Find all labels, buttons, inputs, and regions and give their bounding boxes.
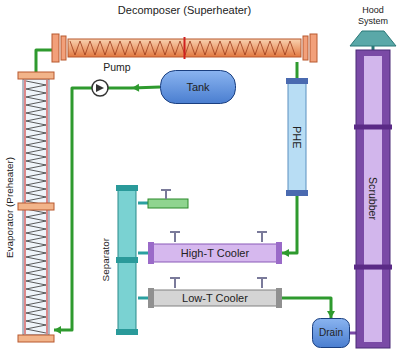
- arrowhead: [327, 311, 335, 318]
- component-label: Decomposer (Superheater): [118, 4, 251, 17]
- drain-tank: Drain: [312, 318, 350, 348]
- pipe-line: [350, 332, 356, 335]
- pump: Pump: [92, 60, 132, 100]
- pipe-connector: [350, 333, 356, 334]
- shape-part: [303, 36, 308, 60]
- pipe-connector: [138, 298, 148, 299]
- component-label: Drain: [319, 327, 343, 339]
- component-label: Scrubber: [367, 177, 379, 220]
- pipe-connector: [282, 298, 335, 318]
- label-area: Decomposer (Superheater): [52, 2, 317, 18]
- shape-part: [153, 244, 277, 262]
- shape-part: [184, 37, 186, 59]
- component-label: Low-T Cooler: [182, 292, 248, 305]
- component-label: Separator: [100, 238, 111, 281]
- label-area: Tank: [160, 70, 236, 104]
- separator: Separator: [98, 185, 138, 335]
- label-area: High-T Cooler: [156, 242, 274, 264]
- pipe: [138, 202, 148, 205]
- pipe-line: [296, 62, 299, 78]
- label-area: Separator: [98, 185, 114, 335]
- shape-part: [153, 290, 277, 306]
- label-area: Evaporator (Preheater): [2, 72, 18, 342]
- component-label: Tank: [186, 81, 209, 94]
- pipe-line: [36, 50, 52, 72]
- component-label: High-T Cooler: [181, 247, 249, 260]
- shape-part: [354, 265, 392, 270]
- pipe-line: [54, 88, 92, 330]
- shape-part: [310, 34, 317, 62]
- shape-part: [18, 335, 54, 342]
- label-area: Low-T Cooler: [156, 288, 274, 308]
- pipe-line: [138, 252, 148, 255]
- small-exchanger: [148, 199, 188, 208]
- component-label: Evaporator (Preheater): [4, 157, 15, 258]
- plate-heat-exchanger: PHE: [286, 78, 308, 196]
- pipe-connector: [138, 253, 148, 254]
- shape-part: [116, 329, 138, 335]
- valve-handle: [170, 231, 180, 233]
- valve-stem: [261, 278, 263, 288]
- decomposer-superheater: Decomposer (Superheater): [52, 2, 317, 62]
- pipe-line: [282, 196, 297, 253]
- component-label: PHE: [291, 126, 304, 149]
- label-area: PHE: [286, 84, 308, 190]
- shape-part: [116, 185, 138, 191]
- shape-part: [288, 83, 306, 191]
- label-area: Pump: [102, 60, 132, 74]
- shape-part: [108, 87, 132, 90]
- pipe-line: [372, 46, 375, 50]
- hood: Hood System: [348, 2, 398, 46]
- shape-part: [18, 203, 54, 210]
- high-t-cooler: High-T Cooler: [148, 242, 282, 264]
- shape-part: [161, 71, 236, 104]
- tank: Tank: [160, 70, 236, 104]
- component-label: Pump: [103, 61, 130, 73]
- shape-part: [61, 36, 66, 60]
- component-label: Hood System: [348, 5, 398, 26]
- pipe-connector: [282, 196, 297, 257]
- pipe-line: [138, 297, 148, 300]
- pipe-connector: [373, 46, 374, 50]
- shape-part: [276, 288, 282, 308]
- shape-part: [52, 34, 59, 62]
- label-area: Hood System: [348, 2, 398, 29]
- pipe-connector: [132, 84, 160, 92]
- shape-part: [356, 50, 390, 348]
- shape-part: [286, 190, 308, 196]
- shape-part: [92, 80, 108, 96]
- shape-part: [116, 257, 138, 263]
- valve-stem: [174, 232, 176, 242]
- arrowhead: [132, 84, 139, 92]
- shape-part: [96, 84, 104, 92]
- pipe-line: [282, 298, 331, 318]
- valve-stem: [174, 278, 176, 288]
- shape-part: [286, 78, 308, 84]
- pipe-connector: [36, 50, 52, 72]
- valve-stem: [165, 190, 167, 199]
- shape-part: [276, 242, 282, 264]
- valve-handle: [257, 231, 267, 233]
- shape-part: [313, 319, 350, 348]
- shape-part: [18, 72, 54, 79]
- scrubber: Scrubber: [356, 50, 390, 348]
- shape-part: [148, 288, 154, 308]
- evaporator-preheater: Evaporator (Preheater): [2, 72, 54, 342]
- arrowhead: [54, 326, 61, 334]
- arrowhead: [282, 249, 289, 257]
- low-t-cooler: Low-T Cooler: [148, 288, 282, 308]
- label-area: Scrubber: [364, 60, 382, 338]
- shape-part: [350, 31, 396, 46]
- shape-part: [354, 125, 392, 130]
- shape-part: [70, 41, 295, 55]
- label-area: Drain: [312, 318, 350, 348]
- pipe-connector: [297, 62, 298, 78]
- valve-handle: [170, 277, 180, 279]
- shape-part: [364, 56, 382, 342]
- valve-stem: [261, 232, 263, 242]
- valve-handle: [257, 277, 267, 279]
- shape-part: [148, 242, 154, 264]
- valve-handle: [161, 189, 171, 191]
- pipe-connector: [54, 88, 92, 334]
